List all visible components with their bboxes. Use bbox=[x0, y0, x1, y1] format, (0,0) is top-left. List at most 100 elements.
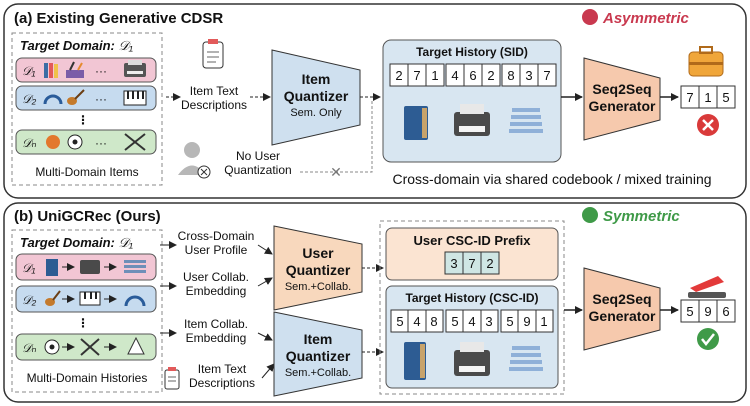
panel-b-frame bbox=[3, 202, 747, 403]
book-icon bbox=[404, 342, 426, 380]
panel-b-history-codes: 5 4 8 5 4 3 5 9 1 bbox=[390, 309, 554, 333]
asymmetric-dot-icon bbox=[582, 9, 598, 25]
printer-icon bbox=[454, 104, 490, 136]
arrow-text-to-item-quantizer bbox=[261, 363, 275, 379]
panel-a-generator bbox=[583, 57, 661, 141]
panel-a-quantizer-sub: Sem. Only bbox=[290, 107, 342, 119]
code-cell: 6 bbox=[722, 304, 729, 319]
paper-stack-icon bbox=[124, 260, 146, 273]
clipboard-icon bbox=[202, 39, 224, 69]
panel-b-domain-group bbox=[11, 229, 163, 393]
code-cell: 4 bbox=[413, 314, 420, 329]
panel-a-item-quantizer bbox=[271, 49, 361, 146]
combined-sequence-group bbox=[379, 220, 565, 395]
code-cell: 1 bbox=[431, 68, 438, 83]
code-cell: 6 bbox=[469, 68, 476, 83]
code-cell: 7 bbox=[543, 68, 550, 83]
code-cell: 5 bbox=[722, 90, 729, 105]
ellipsis-text: ··· bbox=[95, 136, 107, 150]
code-cell: 5 bbox=[506, 314, 513, 329]
panel-b-domain2-label: 𝒟₂ bbox=[22, 293, 37, 307]
item-collab-embedding-label: Item Collab.Embedding bbox=[184, 317, 248, 345]
panel-a-domain1-label: 𝒟₁ bbox=[22, 64, 36, 78]
panel-b-target-domain-label: Target Domain: 𝒟₁ bbox=[20, 235, 133, 250]
user-quantizer-sub: Sem.+Collab. bbox=[285, 281, 351, 293]
guitar-icon bbox=[45, 290, 61, 306]
panel-a-history-title: Target History (SID) bbox=[416, 45, 528, 59]
arrow-embedding-to-user-quantizer bbox=[257, 277, 273, 287]
soccer-ball-icon bbox=[67, 134, 83, 150]
code-cell: 1 bbox=[704, 90, 711, 105]
symmetric-dot-icon bbox=[582, 207, 598, 223]
code-cell: 2 bbox=[395, 68, 402, 83]
user-quantizer bbox=[273, 225, 363, 311]
panel-a-target-domain-label: Target Domain: 𝒟₁ bbox=[20, 38, 133, 53]
badminton-rackets-icon bbox=[80, 338, 100, 356]
guitar-icon bbox=[67, 89, 85, 105]
paper-stack-icon bbox=[509, 346, 543, 371]
arrow-embedding-to-item-quantizer bbox=[257, 332, 273, 341]
panel-a-title: (a) Existing Generative CDSR bbox=[14, 10, 223, 27]
panel-a-history-codes: 2 7 1 4 6 2 8 3 7 bbox=[389, 63, 557, 87]
code-cell: 5 bbox=[686, 304, 693, 319]
headphones-icon bbox=[124, 295, 146, 307]
code-cell: 3 bbox=[525, 68, 532, 83]
code-cell: 9 bbox=[523, 314, 530, 329]
user-collab-embedding-label: User Collab.Embedding bbox=[183, 270, 249, 298]
panel-a-multi-domain-label: Multi-Domain Items bbox=[35, 165, 138, 179]
item-quantizer bbox=[273, 311, 363, 397]
paper-stack-icon bbox=[509, 108, 543, 133]
code-cell: 5 bbox=[396, 314, 403, 329]
soccer-ball-icon bbox=[44, 339, 60, 355]
stationery-icon bbox=[66, 61, 84, 78]
prefix-codes: 3 7 2 bbox=[444, 251, 500, 275]
panel-b-badge: Symmetric bbox=[603, 208, 680, 225]
code-cell: 4 bbox=[451, 68, 458, 83]
clipboard-icon bbox=[164, 367, 180, 390]
briefcase-icon bbox=[688, 46, 724, 77]
blocked-cross-icon: ✕ bbox=[330, 164, 342, 180]
code-cell: 3 bbox=[450, 256, 457, 271]
panel-a-footer: Cross-domain via shared codebook / mixed… bbox=[392, 171, 711, 187]
panel-b-title: (b) UniGCRec (Ours) bbox=[14, 208, 161, 225]
ellipsis-text: ··· bbox=[95, 92, 107, 106]
panel-b-multi-domain-label: Multi-Domain Histories bbox=[27, 371, 148, 385]
books-icon bbox=[44, 63, 58, 78]
code-cell: 5 bbox=[451, 314, 458, 329]
code-cell: 7 bbox=[413, 68, 420, 83]
panel-b-domain1-label: 𝒟₁ bbox=[22, 261, 36, 275]
prefix-title: User CSC-ID Prefix bbox=[413, 233, 531, 248]
panel-a-domain2-label: 𝒟₂ bbox=[22, 92, 37, 106]
panel-a-badge: Asymmetric bbox=[602, 10, 690, 27]
dashed-user-path bbox=[300, 100, 373, 173]
code-cell: 8 bbox=[507, 68, 514, 83]
code-cell: 2 bbox=[487, 68, 494, 83]
item-quantizer-sub: Sem.+Collab. bbox=[285, 367, 351, 379]
basketball-icon bbox=[46, 135, 60, 149]
headphones-icon bbox=[43, 94, 63, 105]
ellipsis-text: ··· bbox=[95, 64, 107, 78]
shuttlecock-icon bbox=[127, 336, 145, 355]
vertical-ellipsis: ⋮ bbox=[77, 113, 89, 127]
panel-a-domain-group bbox=[11, 32, 163, 186]
user-blocked-icon bbox=[178, 142, 211, 179]
panel-a-domain2-row bbox=[15, 85, 157, 111]
panel-b-output-codes: 5 9 6 bbox=[680, 299, 736, 323]
check-icon bbox=[697, 328, 719, 350]
panel-b-generator bbox=[583, 267, 661, 351]
code-cell: 8 bbox=[430, 314, 437, 329]
printer-icon bbox=[454, 342, 490, 376]
code-cell: 1 bbox=[540, 314, 547, 329]
book-icon bbox=[46, 259, 58, 276]
arrow-profile-to-user-quantizer bbox=[257, 244, 273, 255]
panel-b: (b) UniGCRec (Ours) Symmetric Target Dom… bbox=[3, 202, 747, 403]
keyboard-piano-icon bbox=[79, 291, 101, 306]
panel-a-output-codes: 7 1 5 bbox=[680, 85, 736, 109]
